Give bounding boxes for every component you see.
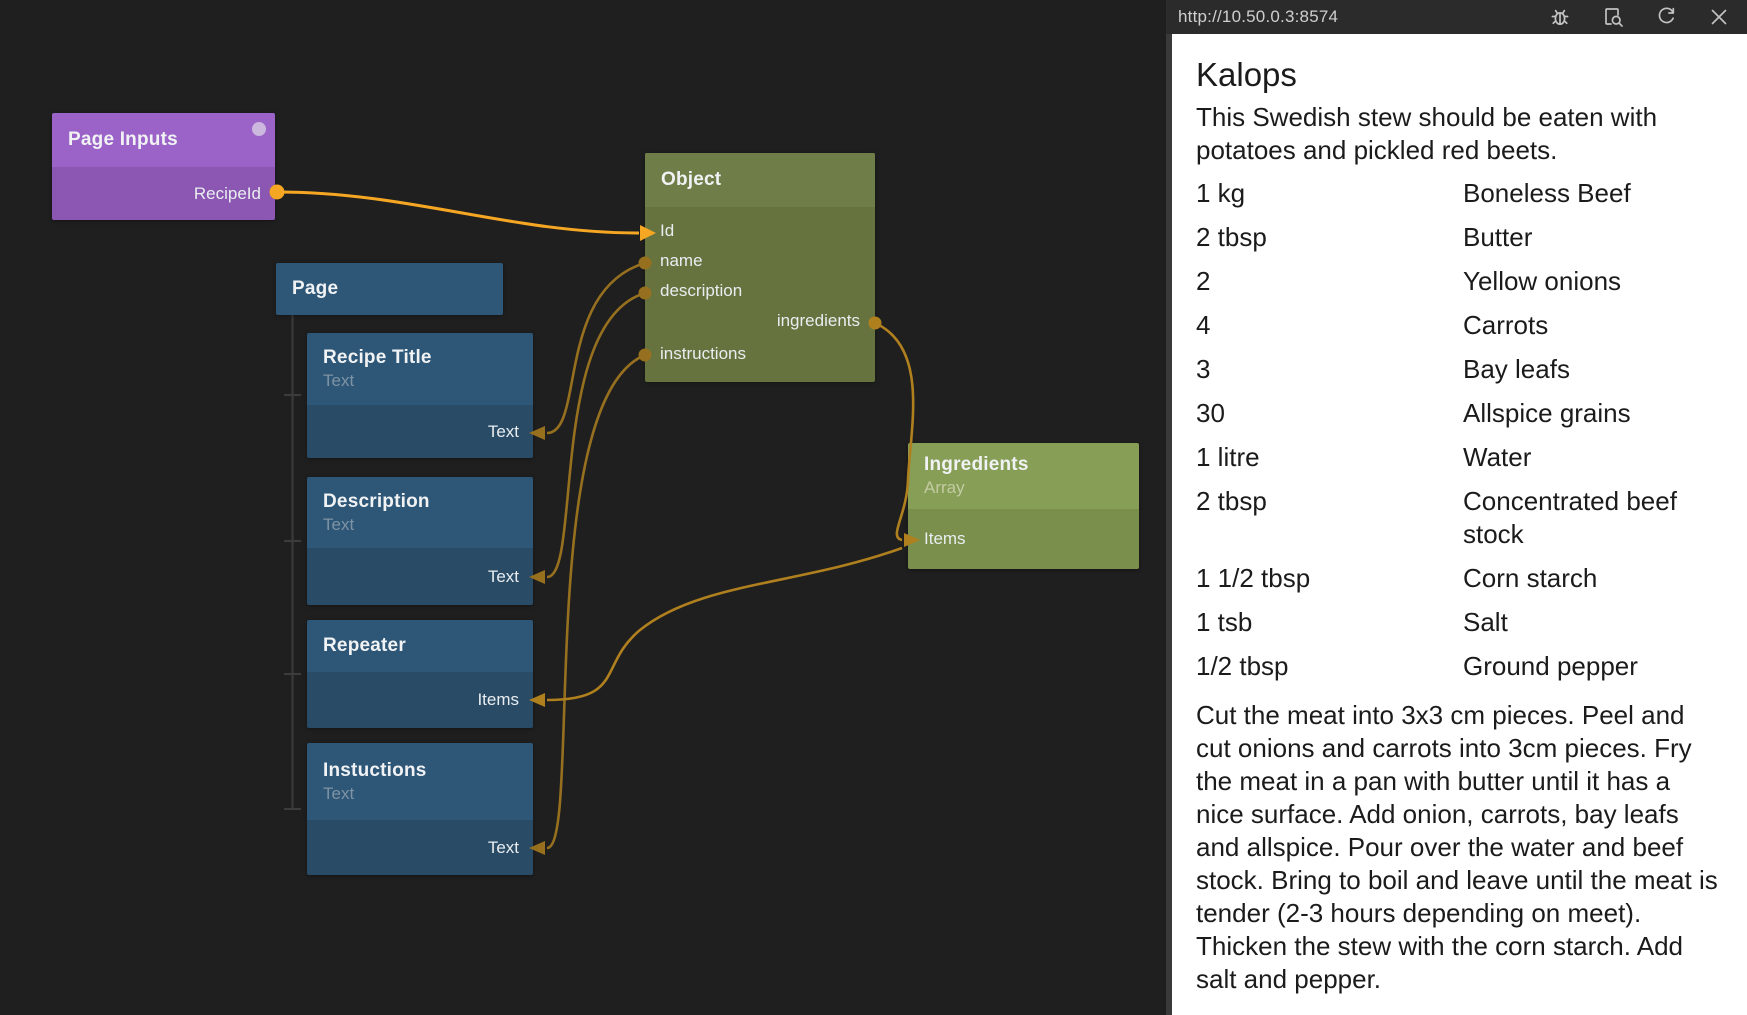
ingredient-qty: 1 1/2 tbsp (1196, 563, 1311, 593)
node-description[interactable]: Description Text Text (307, 477, 533, 605)
ingredient-name: Water (1463, 442, 1532, 472)
node-type-label: Array (924, 478, 965, 497)
preview-toolbar: http://10.50.0.3:8574 (1166, 0, 1747, 34)
port-recipeid[interactable]: RecipeId (52, 167, 275, 220)
node-page-inputs[interactable]: Page Inputs RecipeId (52, 113, 275, 220)
bug-icon (1551, 9, 1569, 26)
ingredient-qty: 1 litre (1196, 442, 1260, 472)
preview-content: Kalops This Swedish stew should be eaten… (1166, 34, 1747, 1015)
ingredient-name: Bay leafs (1463, 354, 1570, 384)
object-port-instructions[interactable]: instructions (660, 344, 746, 363)
wire-instructions-to-instuctions[interactable] (546, 353, 646, 850)
wire-name-to-recipetitle[interactable] (546, 261, 646, 435)
debug-button[interactable] (1546, 3, 1574, 31)
ingredient-name: Allspice grains (1463, 398, 1631, 428)
node-object[interactable]: Object Id name description ingredients i… (645, 153, 875, 382)
inspect-icon (1605, 8, 1623, 27)
object-port-description[interactable]: description (660, 281, 743, 300)
port-items[interactable]: Items (908, 509, 1139, 569)
ingredient-row: 1/2 tbsp Ground pepper (1196, 650, 1723, 683)
ingredient-name: Corn starch (1463, 563, 1598, 593)
node-type-label: Text (323, 371, 355, 390)
node-title: Recipe Title (323, 347, 432, 368)
preview-panel: http://10.50.0.3:8574 (1166, 0, 1747, 1015)
node-title: Page Inputs (68, 129, 178, 150)
ingredient-row: 2 tbsp Butter (1196, 221, 1723, 254)
ingredient-row: 30 Allspice grains (1196, 397, 1723, 430)
node-title: Object (661, 169, 722, 190)
wire-recipeid-to-id[interactable] (276, 190, 640, 235)
node-canvas[interactable]: Page Inputs RecipeId Page Recipe Title T… (0, 0, 1166, 1015)
preview-url: http://10.50.0.3:8574 (1178, 7, 1339, 26)
ingredient-qty: 1/2 tbsp (1196, 651, 1289, 681)
object-port-ingredients[interactable]: ingredients (776, 311, 860, 330)
ingredient-name: Ground pepper (1463, 651, 1638, 681)
node-recipe-title[interactable]: Recipe Title Text Text (307, 333, 533, 458)
port-items[interactable]: Items (307, 672, 533, 728)
recipe-description: This Swedish stew should be eaten with p… (1196, 102, 1658, 165)
ingredient-row: 3 Bay leafs (1196, 353, 1723, 386)
ingredient-name: Yellow onions (1463, 266, 1622, 296)
node-title: Repeater (323, 635, 406, 656)
node-state-dot (252, 122, 266, 136)
ingredient-name: Concentrated beef stock (1463, 486, 1677, 549)
ingredient-row: 1 tsb Salt (1196, 606, 1723, 639)
node-type-label: Text (323, 514, 355, 534)
ingredient-row: 2 Yellow onions (1196, 265, 1723, 298)
node-instuctions[interactable]: Instuctions Text Text (307, 743, 533, 875)
node-title: Description (323, 490, 430, 512)
node-type-label: Text (323, 783, 355, 803)
ingredient-name: Butter (1463, 222, 1533, 252)
close-icon (1711, 9, 1727, 25)
ingredient-qty: 1 tsb (1196, 607, 1253, 637)
node-title: Ingredients (924, 454, 1029, 475)
ingredient-name: Carrots (1463, 310, 1549, 340)
port-text[interactable]: Text (307, 820, 533, 875)
ingredient-qty: 1 kg (1196, 178, 1246, 208)
port-text[interactable]: Text (307, 548, 533, 605)
node-repeater[interactable]: Repeater Items (307, 620, 533, 728)
ingredient-name: Boneless Beef (1463, 178, 1631, 208)
ingredient-qty: 2 tbsp (1196, 222, 1267, 252)
ingredient-row: 1 litre Water (1196, 441, 1723, 474)
node-page[interactable]: Page (276, 263, 503, 315)
recipe-title: Kalops (1196, 56, 1297, 93)
ingredient-qty: 3 (1196, 354, 1211, 384)
inspect-button[interactable] (1599, 3, 1627, 31)
ingredient-qty: 2 (1196, 266, 1211, 296)
ingredient-row: 1 kg Boneless Beef (1196, 177, 1723, 210)
port-text[interactable]: Text (307, 405, 533, 458)
wire-items-to-repeater[interactable] (546, 546, 903, 702)
refresh-icon (1658, 7, 1675, 24)
ingredient-row: 1 1/2 tbsp Corn starch (1196, 562, 1723, 595)
ingredient-qty: 30 (1196, 398, 1225, 428)
ingredient-qty: 2 tbsp (1196, 486, 1267, 516)
object-port-id[interactable]: Id (660, 221, 675, 240)
refresh-button[interactable] (1652, 3, 1680, 31)
ingredient-row: 4 Carrots (1196, 309, 1723, 342)
object-port-name[interactable]: name (660, 251, 703, 270)
node-title: Page (292, 278, 339, 299)
ingredient-name: Salt (1463, 607, 1508, 637)
ingredient-row: 2 tbsp Concentrated beef stock (1196, 485, 1723, 551)
close-button[interactable] (1705, 3, 1733, 31)
node-title: Instuctions (323, 759, 427, 781)
ingredient-qty: 4 (1196, 310, 1211, 340)
wire-description-to-description[interactable] (546, 291, 646, 579)
recipe-instructions: Cut the meat into 3x3 cm pieces. Peel an… (1196, 700, 1718, 994)
node-ingredients[interactable]: Ingredients Array Items (908, 443, 1139, 569)
